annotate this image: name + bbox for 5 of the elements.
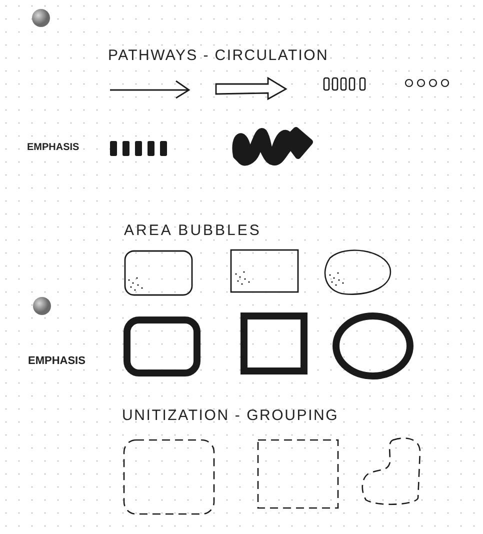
side-label: EMPHASIS <box>28 356 86 367</box>
section-heading: UNITIZATION - GROUPING <box>122 408 339 423</box>
side-label: EMPHASIS <box>27 143 80 153</box>
section-heading: AREA BUBBLES <box>124 223 262 238</box>
section-heading: PATHWAYS - CIRCULATION <box>108 48 329 63</box>
